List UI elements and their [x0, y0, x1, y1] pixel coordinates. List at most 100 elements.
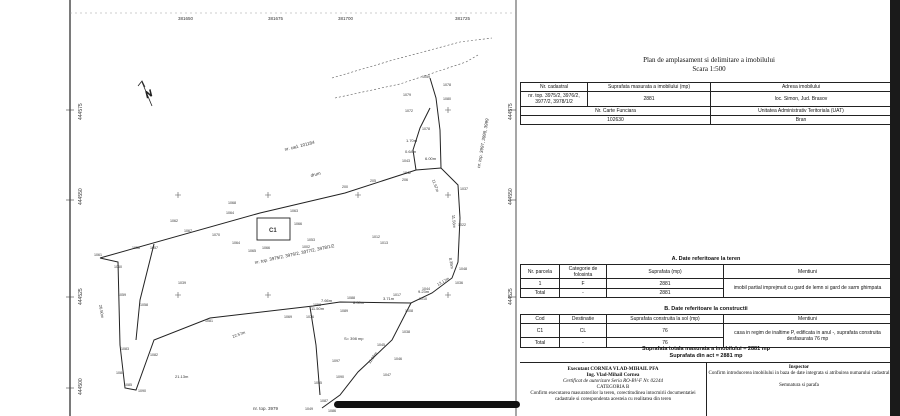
svg-text:1064: 1064	[232, 241, 240, 245]
inspector-text: Confirm introducerea imobilului in baza …	[708, 371, 890, 376]
coord-top-1: 381650	[178, 16, 194, 21]
building-c1-label: C1	[269, 228, 277, 234]
svg-text:1083: 1083	[121, 347, 129, 351]
cad-header-number: Nr. cadastral	[520, 82, 588, 92]
svg-text:1036: 1036	[455, 281, 463, 285]
svg-text:1058: 1058	[140, 303, 148, 307]
cadastral-table: Nr. cadastral Suprafata masurata a imobi…	[520, 82, 892, 125]
svg-text:S= 398 mp: S= 398 mp	[344, 336, 364, 341]
executant-cert: Certificat de autorizare Seria RO-BV-F N…	[563, 379, 663, 384]
svg-text:1088: 1088	[347, 296, 355, 300]
cad-header-carte: Nr. Carte Funciara	[520, 106, 711, 116]
svg-text:1042: 1042	[403, 171, 411, 175]
svg-text:1087: 1087	[320, 399, 328, 403]
svg-text:1082: 1082	[150, 353, 158, 357]
svg-text:1078: 1078	[443, 83, 451, 87]
con-header-destination: Destinatie	[559, 314, 607, 324]
coord-right-1: 444575	[508, 103, 514, 120]
con-header-area: Suprafata construita la sol (mp)	[606, 314, 724, 324]
land-cell: 2881	[606, 278, 724, 289]
svg-text:200: 200	[342, 185, 348, 189]
coord-top-2: 381675	[268, 16, 284, 21]
svg-text:1065: 1065	[248, 249, 256, 253]
parcel-boundary	[99, 77, 461, 409]
coord-top-3: 381700	[338, 16, 354, 21]
executant-text: Confirm executarea masuratorilor la tere…	[530, 391, 696, 402]
svg-text:1053: 1053	[307, 238, 315, 242]
svg-text:1046: 1046	[394, 357, 402, 361]
svg-text:11.06m: 11.06m	[367, 350, 379, 364]
cad-uat-value: Bran	[710, 115, 892, 125]
svg-text:8.35m: 8.35m	[448, 257, 455, 269]
svg-text:21.13m: 21.13m	[175, 374, 189, 379]
svg-text:1057: 1057	[150, 246, 158, 250]
svg-text:206: 206	[402, 178, 408, 182]
cad-number-value: nr. top. 3975/2, 3976/2, 3977/2, 3978/1/…	[520, 91, 588, 107]
scrub-bar[interactable]	[334, 401, 520, 408]
svg-text:0.64m: 0.64m	[405, 149, 417, 154]
svg-text:1078: 1078	[422, 127, 430, 131]
land-cell: 2881	[606, 288, 724, 298]
svg-text:1067: 1067	[184, 229, 192, 233]
svg-text:7.66m: 7.66m	[321, 298, 333, 303]
con-cell: 76	[606, 337, 724, 348]
executant-title: Executant CORNEA VLAD-MIHAIL PFA	[567, 367, 659, 372]
svg-text:1058: 1058	[313, 303, 321, 307]
svg-text:1047: 1047	[383, 373, 391, 377]
cad-header-address: Adresa imobilului	[710, 82, 892, 92]
con-cell: 76	[606, 323, 724, 338]
svg-text:1022: 1022	[458, 223, 466, 227]
land-cell: F	[559, 278, 607, 289]
right-edge	[890, 0, 900, 416]
svg-text:26.50m: 26.50m	[98, 304, 105, 319]
svg-text:9.23m: 9.23m	[418, 289, 430, 294]
neighbour-label-nr: nr. cad. 101184	[284, 140, 315, 152]
coord-right-2: 444550	[508, 188, 514, 205]
svg-text:11.50m: 11.50m	[311, 306, 325, 311]
svg-text:1080: 1080	[443, 97, 451, 101]
land-header-category: Categorie de folosinta	[559, 264, 607, 279]
coord-right-3: 444525	[508, 288, 514, 305]
land-cell: -	[559, 288, 607, 298]
coord-left-3: 444525	[78, 288, 84, 305]
svg-text:1066: 1066	[262, 246, 270, 250]
svg-text:1085: 1085	[124, 383, 132, 387]
north-arrow-icon: N	[137, 80, 155, 107]
right-topo-label: nr. top. 3997, 3998, 3999	[476, 118, 490, 169]
svg-text:1079: 1079	[403, 93, 411, 97]
svg-text:1061: 1061	[94, 253, 102, 257]
svg-text:1049: 1049	[305, 407, 313, 411]
svg-text:1090: 1090	[138, 389, 146, 393]
coord-left-1: 444575	[78, 103, 84, 120]
plan-scale: Scara 1:500	[692, 65, 726, 73]
svg-text:1.70m: 1.70m	[406, 138, 418, 143]
land-header-parcel: Nr. parcela	[520, 264, 560, 279]
construction-table: Cod Destinatie Suprafata construita la s…	[520, 314, 892, 348]
neighbour-label-road: drum	[310, 171, 321, 178]
coord-left-4: 444500	[78, 378, 84, 395]
land-cell: 1	[520, 278, 560, 289]
svg-text:1039: 1039	[178, 281, 186, 285]
svg-text:1043: 1043	[402, 159, 410, 163]
svg-text:1008: 1008	[405, 309, 413, 313]
svg-text:1084: 1084	[116, 371, 124, 375]
svg-text:1066: 1066	[294, 222, 302, 226]
svg-text:3.71m: 3.71m	[383, 296, 395, 301]
cad-address-value: loc. Simon, Jud. Brasov	[710, 91, 892, 107]
svg-text:1038: 1038	[402, 330, 410, 334]
svg-text:1076: 1076	[306, 315, 314, 319]
con-cell: C1	[520, 323, 560, 338]
svg-text:1048: 1048	[459, 267, 467, 271]
executant-name: Ing. Vlad-Mihail Cornea	[586, 373, 640, 378]
svg-text:8.00m: 8.00m	[353, 300, 365, 305]
coord-left-2: 444550	[78, 188, 84, 205]
con-header-mentions: Mentiuni	[723, 314, 892, 324]
land-header-area: Suprafata (mp)	[606, 264, 724, 279]
section-a-title: A. Date referitoare la teren	[671, 256, 741, 262]
svg-text:1069: 1069	[284, 315, 292, 319]
svg-text:1002: 1002	[302, 245, 310, 249]
building-c1	[256, 217, 291, 241]
svg-text:1059: 1059	[118, 293, 126, 297]
svg-text:1059: 1059	[422, 75, 430, 79]
